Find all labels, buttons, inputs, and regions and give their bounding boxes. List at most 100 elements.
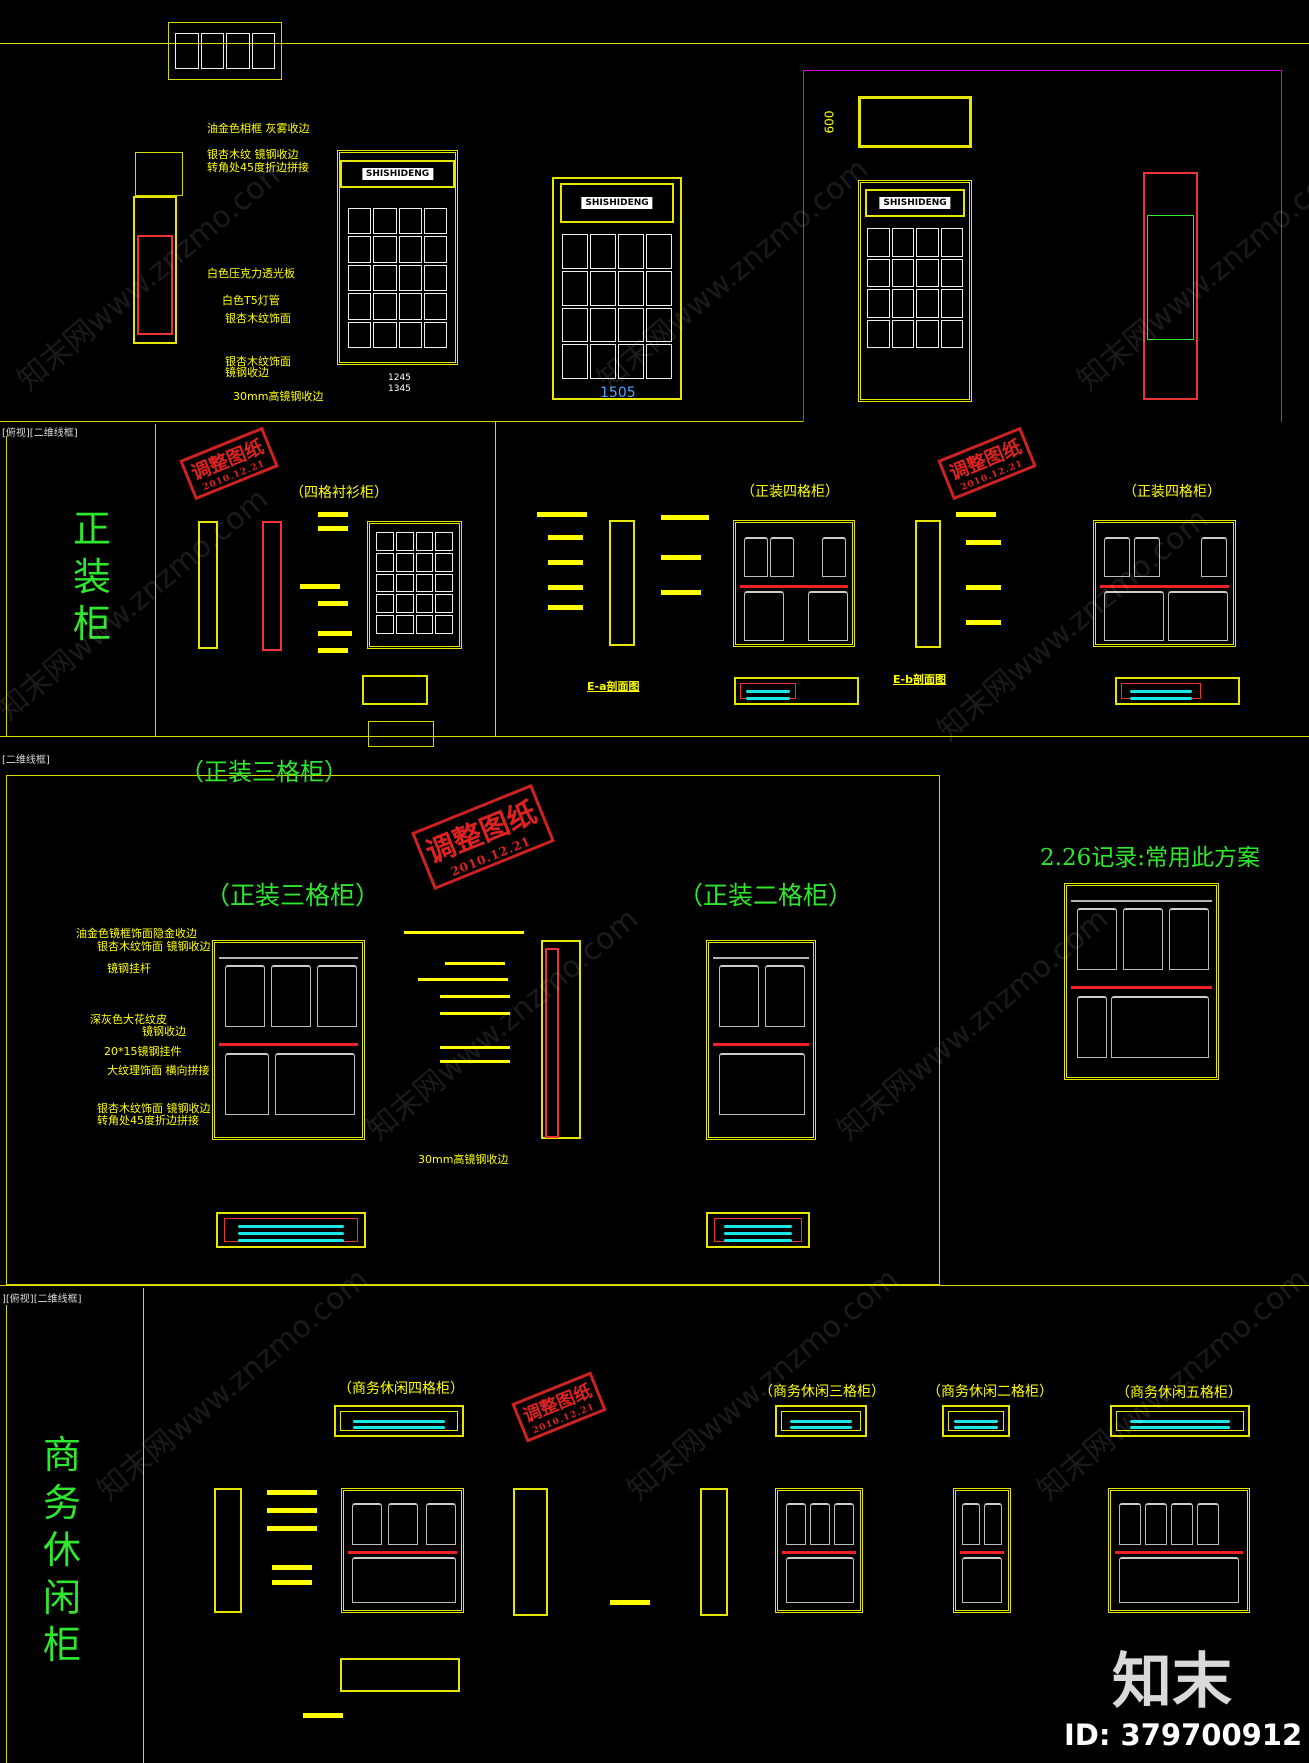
common-scheme-elevation (1064, 883, 1219, 1080)
title-formal-three: （正装三格柜） (205, 881, 381, 910)
adjust-stamp-2: 调整图纸 2010.12.21 (937, 426, 1037, 501)
section-eb-label: E-b剖面图 (893, 673, 946, 686)
eb-leader-3 (966, 585, 1001, 590)
title-formal-three-outer: （正装三格柜） (180, 758, 348, 786)
watermark-8: 知末网www.znzmo.com (90, 1261, 376, 1508)
formal-three-side-red (545, 948, 559, 1138)
eb-leader-2 (966, 540, 1001, 545)
ea-leader-5 (548, 605, 583, 610)
common-scheme-note: 2.26记录:常用此方案 (1040, 845, 1260, 871)
formal-three-elevation (212, 940, 365, 1140)
casual-three-plan (775, 1405, 867, 1437)
dim-1505: 1505 (600, 385, 636, 401)
title-casual-three: （商务休闲三格柜） (759, 1384, 885, 1400)
shirt-leader-1 (318, 512, 348, 517)
top-right-canopy (858, 96, 972, 148)
title-formal-two: （正装二格柜） (678, 881, 854, 910)
shirt-side-left (198, 521, 218, 649)
section1-divider-a (155, 424, 156, 736)
casual-leader-5 (272, 1580, 312, 1585)
casual-leader-7 (303, 1713, 343, 1718)
annotation-three-4: 镜钢收边 (142, 1025, 186, 1038)
title-casual-five: （商务休闲五格柜） (1116, 1385, 1242, 1401)
section3-divider-a (143, 1288, 144, 1763)
section3-left-border (6, 1305, 7, 1763)
dim-1245: 1245 (388, 373, 411, 383)
shirt-leader-6 (318, 648, 348, 653)
annotation-three-8: 转角处45度折边拼接 (97, 1114, 199, 1127)
casual-two-elevation (953, 1488, 1011, 1613)
side-leader-5 (440, 1012, 510, 1015)
casual-four-plan (334, 1405, 464, 1437)
dim-1345: 1345 (388, 384, 411, 394)
annotation-three-1: 银杏木纹饰面 镜钢收边 (97, 940, 211, 953)
formal-four-a-plan (734, 677, 859, 705)
formal-four-b-plan (1115, 677, 1240, 705)
top-side-section (133, 196, 177, 344)
annotation-top-1: 银杏木纹 镜钢收边 (207, 148, 299, 161)
four-shirt-elevation (367, 521, 462, 649)
section3-layer-tag: ][俯视][二维线框] (2, 1294, 82, 1305)
section2-frame (6, 775, 940, 1285)
ea-leader-7 (661, 555, 701, 560)
casual-two-plan (942, 1405, 1010, 1437)
shirt-leader-4 (318, 601, 348, 606)
adjust-stamp-4: 调整图纸 2010.12.21 (511, 1371, 607, 1443)
casual-leader-4 (272, 1565, 312, 1570)
top-front-logo-band: SHISHIDENG (340, 160, 455, 188)
casual-four-base-detail (340, 1658, 460, 1692)
shirt-side-right (262, 521, 282, 651)
formal-two-plan (706, 1212, 810, 1248)
ea-leader-8 (661, 590, 701, 595)
top-mid-cabinet-frame: SHISHIDENG (552, 177, 682, 400)
formal-four-b-side (915, 520, 941, 648)
title-casual-four: （商务休闲四格柜） (338, 1381, 464, 1397)
title-four-shirt: （四格衬衫柜） (290, 485, 388, 501)
shirt-leader-5 (318, 631, 352, 636)
formal-two-elevation (706, 940, 816, 1140)
title-formal-four-a: （正装四格柜） (741, 484, 839, 500)
formal-cabinet-vertical-label: 正装柜 (72, 507, 111, 646)
side-leader-2 (445, 962, 505, 965)
casual-four-section (513, 1488, 548, 1616)
four-shirt-plan (362, 675, 428, 705)
side-leader-6 (440, 1046, 510, 1049)
section2-layer-tag: [二维线框] (2, 755, 50, 766)
ea-leader-6 (661, 515, 709, 520)
ea-leader-1 (537, 512, 587, 517)
top-right-side-section (1143, 172, 1198, 400)
annotation-three-5: 20*15镜钢挂件 (104, 1045, 182, 1058)
casual-leader-6 (610, 1600, 650, 1605)
casual-four-elevation (341, 1488, 464, 1613)
title-formal-four-b: （正装四格柜） (1123, 484, 1221, 500)
top-right-front-elevation: SHISHIDENG (858, 180, 972, 402)
eb-leader-4 (966, 620, 1001, 625)
annotation-three-6: 大纹理饰面 横向拼接 (107, 1064, 210, 1077)
top-right-side-inner (1147, 215, 1194, 340)
casual-five-elevation (1108, 1488, 1250, 1613)
top-plan-thumbnail (168, 22, 282, 80)
section1-divider-b (495, 422, 496, 736)
watermark-10: 知末网www.znzmo.com (1030, 1261, 1309, 1508)
annotation-top-7: 镜钢收边 (225, 366, 269, 379)
casual-leader-1 (267, 1490, 317, 1495)
formal-four-b-elevation (1093, 520, 1236, 647)
annotation-top-6: 银杏木纹饰面 (225, 355, 291, 368)
annotation-three-9: 30mm高镜钢收边 (418, 1153, 509, 1166)
eb-leader-1 (956, 512, 996, 517)
four-shirt-top-view (368, 721, 434, 747)
section2-divider (0, 736, 1309, 737)
watermark-4: 知末网www.znzmo.com (0, 481, 276, 728)
ea-leader-4 (548, 585, 583, 590)
section1-left-border (6, 436, 7, 736)
casual-cabinet-vertical-label: 商务休闲柜 (42, 1433, 81, 1667)
formal-four-a-elevation (733, 520, 855, 647)
annotation-three-2: 镜钢挂杆 (107, 962, 151, 975)
section1-layer-tag: [俯视][二维线框] (2, 428, 78, 439)
shirt-leader-2 (318, 526, 348, 531)
ea-leader-3 (548, 560, 583, 565)
annotation-three-3: 深灰色大花纹皮 (90, 1013, 167, 1026)
section3-divider (0, 1285, 1309, 1286)
magenta-layout-box (803, 70, 1282, 422)
annotation-top-2: 转角处45度折边拼接 (207, 161, 309, 174)
